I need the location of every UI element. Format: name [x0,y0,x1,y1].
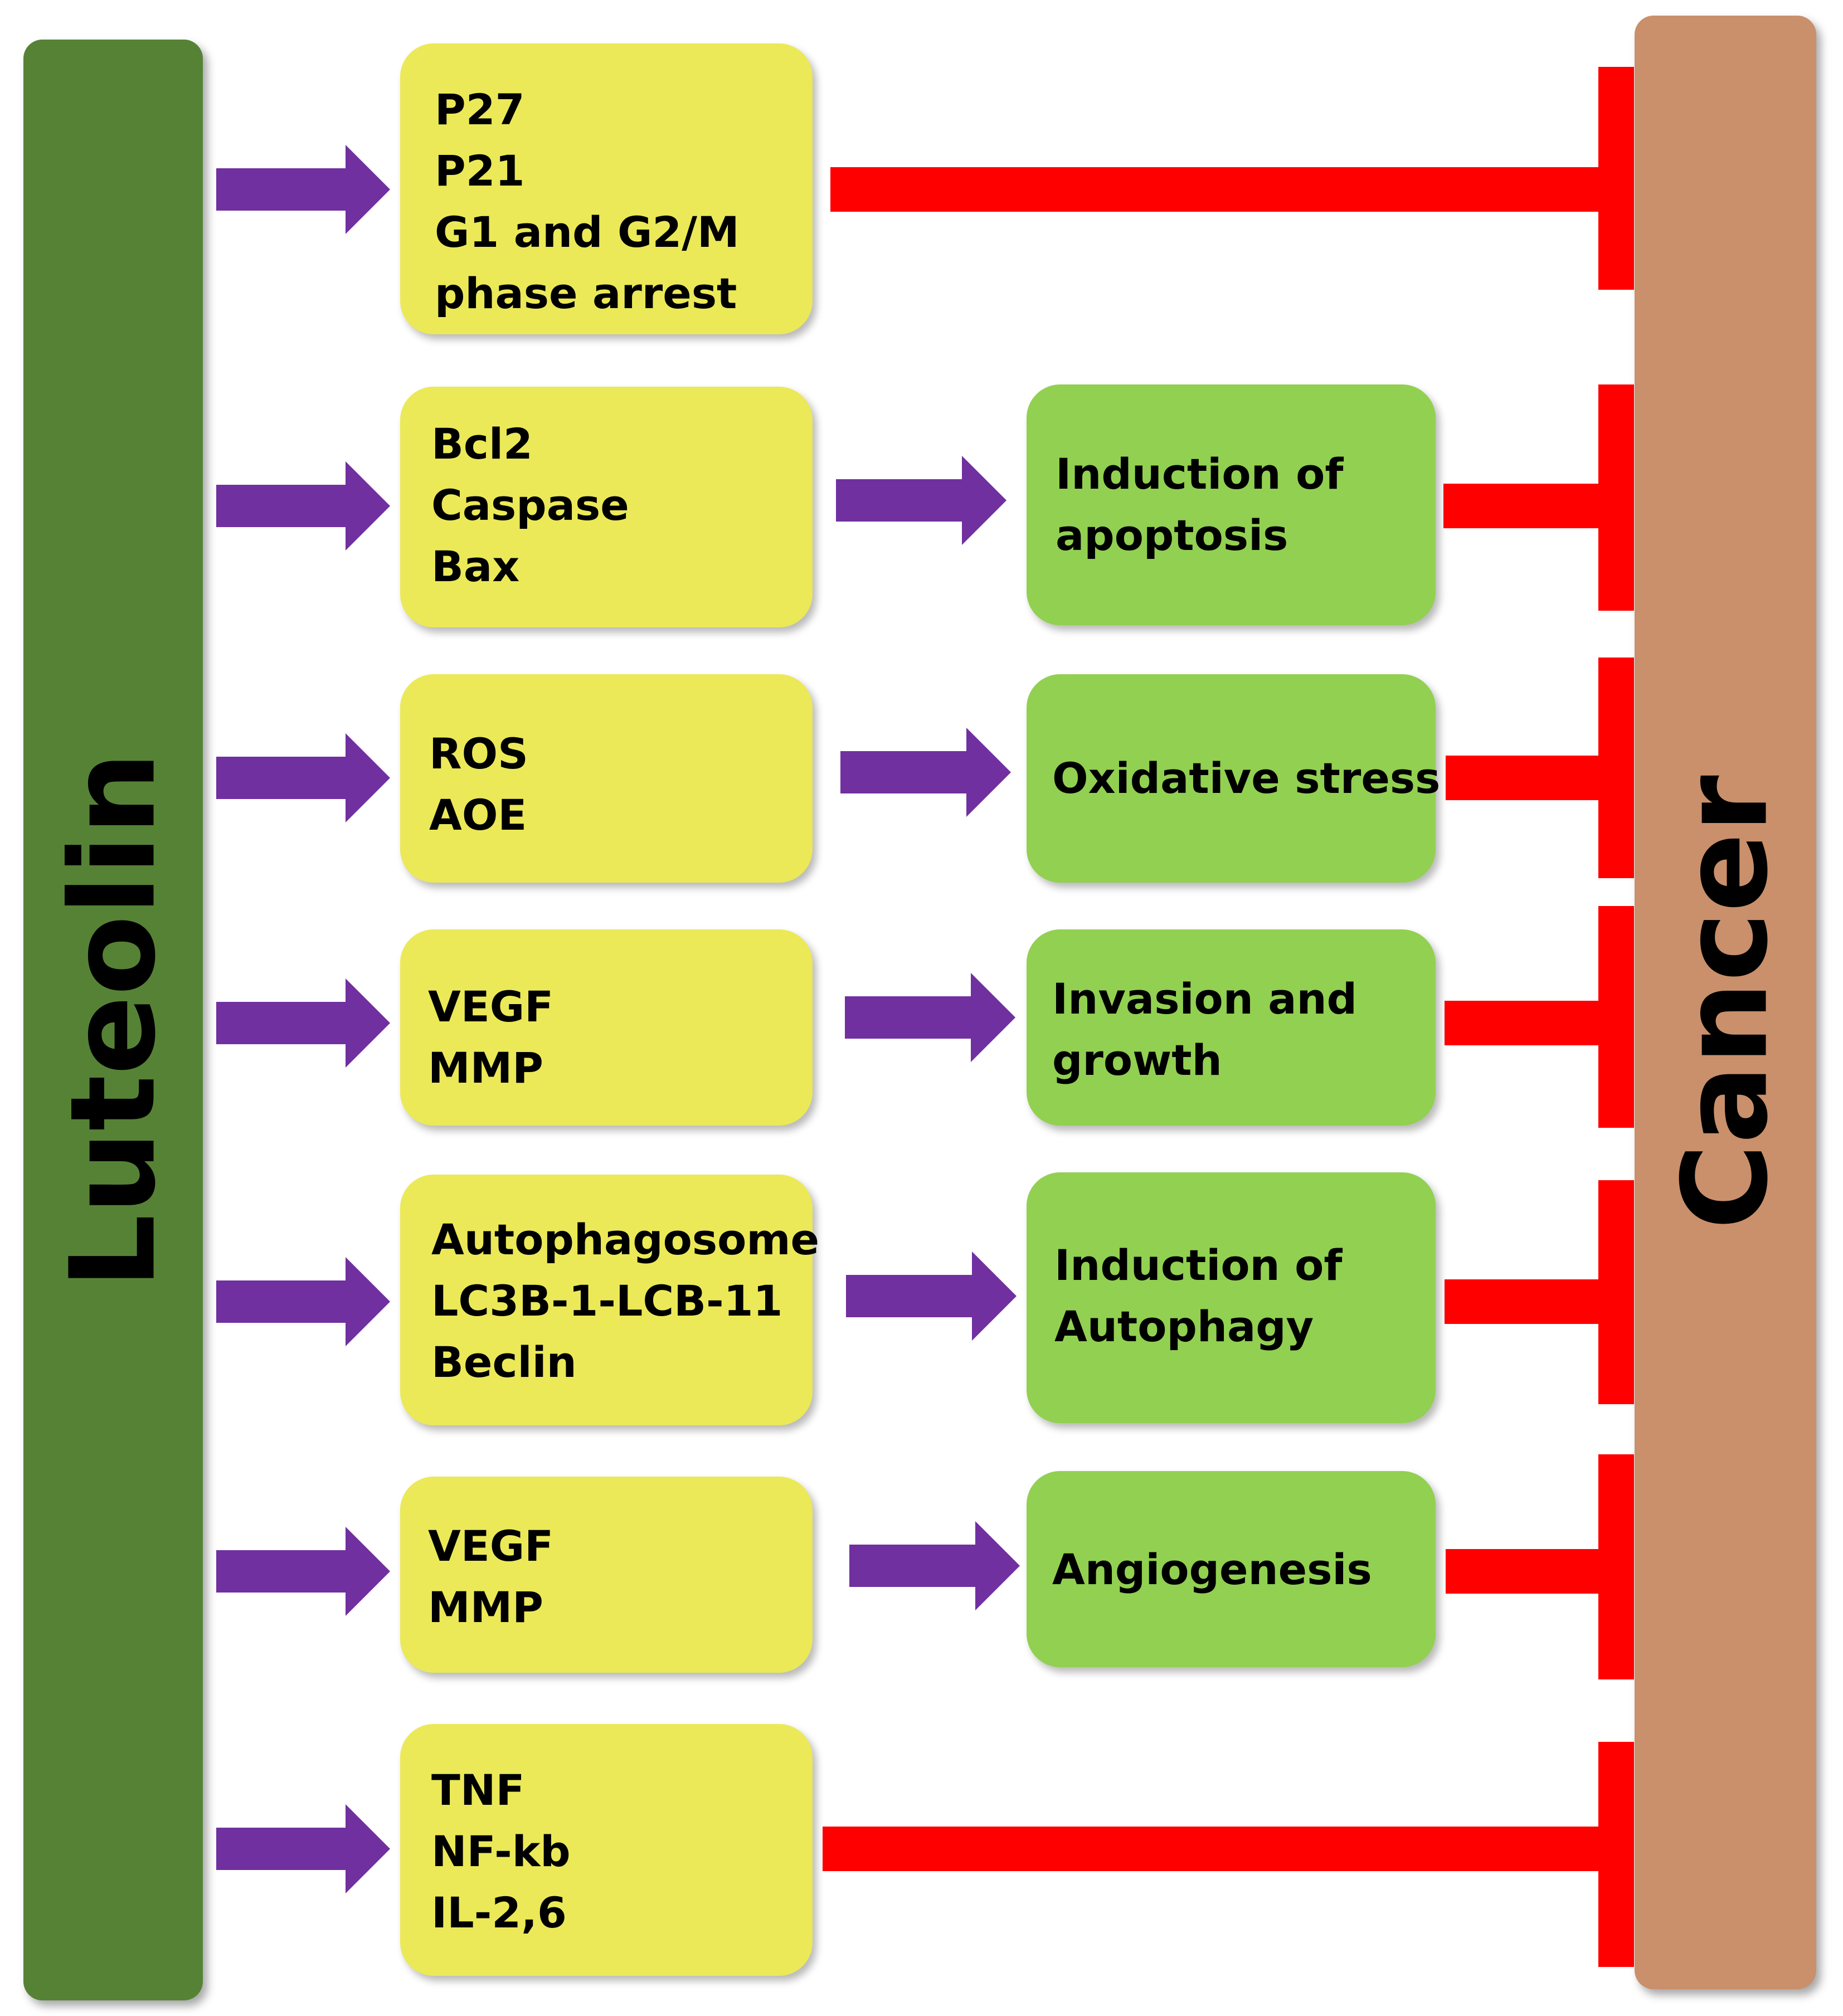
marker-box: Autophagosome LC3B-1-LCB-11 Beclin [400,1175,819,1425]
activation-arrow [216,978,390,1068]
effect-line: Induction of [1054,1240,1343,1290]
effect-box: Angiogenesis [1027,1471,1436,1667]
effect-box: Oxidative stress [1027,674,1440,883]
effect-box: Induction of apoptosis [1027,384,1436,625]
effect-text: Oxidative stress [1052,748,1440,809]
cancer-label: Cancer [1657,775,1794,1230]
marker-text: Beclin [431,1337,577,1387]
activation-arrow [840,728,1011,817]
marker-box: TNF NF-kb IL-2,6 [400,1724,813,1976]
effect-text: Induction of apoptosis [1056,444,1343,566]
effect-line: Autophagy [1054,1302,1314,1351]
inhibition-line [1446,1549,1598,1594]
inhibition-bar [1598,906,1634,1128]
inhibition-line [1445,1001,1598,1045]
effect-text: Angiogenesis [1052,1539,1372,1600]
marker-text: Bax [431,542,520,591]
activation-arrow [216,461,390,551]
inhibition-line [823,1827,1598,1871]
marker-text: AOE [429,790,527,840]
activation-arrow [216,733,390,822]
marker-text: IL-2,6 [431,1888,567,1937]
marker-box: P27 P21 G1 and G2/M phase arrest [400,43,813,334]
effect-line: Invasion and [1052,974,1358,1024]
marker-list: ROS AOE [429,723,528,846]
marker-text: VEGF [428,1521,554,1571]
marker-text: phase arrest [435,269,737,318]
effect-line: Angiogenesis [1052,1545,1372,1594]
activation-arrow [845,973,1015,1062]
marker-text: Caspase [431,480,629,530]
marker-box: VEGF MMP [400,929,813,1126]
activation-arrow [836,456,1006,545]
marker-text: NF-kb [431,1827,571,1876]
inhibition-bar [1598,67,1634,290]
effect-text: Induction of Autophagy [1054,1235,1342,1357]
marker-box: VEGF MMP [400,1477,813,1673]
activation-arrow [216,1527,390,1616]
inhibition-bar [1598,1180,1634,1404]
marker-list: Autophagosome LC3B-1-LCB-11 Beclin [431,1209,819,1393]
effect-box: Induction of Autophagy [1027,1172,1436,1423]
marker-text: MMP [428,1043,543,1093]
activation-arrow [216,145,390,234]
cancer-bar: Cancer [1635,16,1816,1989]
luteolin-bar: Luteolin [23,40,203,2000]
activation-arrow [216,1257,390,1346]
activation-arrow [216,1804,390,1893]
effect-line: growth [1052,1035,1222,1085]
marker-text: ROS [429,729,528,778]
inhibition-bar [1598,1742,1634,1967]
marker-list: VEGF MMP [428,1516,553,1638]
inhibition-line [1446,756,1598,800]
marker-text: P27 [435,85,525,134]
effect-line: apoptosis [1056,510,1288,560]
marker-text: MMP [428,1582,543,1632]
marker-text: TNF [431,1765,525,1815]
marker-list: TNF NF-kb IL-2,6 [431,1760,571,1944]
marker-text: Bcl2 [431,419,533,469]
marker-text: P21 [435,146,525,196]
inhibition-bar [1598,384,1634,611]
marker-box: ROS AOE [400,674,813,883]
marker-text: LC3B-1-LCB-11 [431,1276,783,1326]
marker-list: VEGF MMP [428,976,553,1099]
activation-arrow [849,1521,1020,1610]
inhibition-bar [1598,658,1634,878]
activation-arrow [846,1252,1017,1341]
marker-text: VEGF [428,982,554,1031]
inhibition-line [1445,1279,1598,1324]
marker-list: Bcl2 Caspase Bax [431,413,629,597]
inhibition-bar [1598,1454,1634,1679]
marker-box: Bcl2 Caspase Bax [400,387,813,627]
effect-line: Oxidative stress [1052,753,1441,803]
effect-box: Invasion and growth [1027,929,1436,1126]
marker-text: Autophagosome [431,1215,820,1264]
inhibition-line [1443,484,1598,528]
marker-text: G1 and G2/M [435,207,740,257]
effect-line: Induction of [1056,449,1344,499]
effect-text: Invasion and growth [1052,968,1357,1091]
luteolin-label: Luteolin [45,751,182,1289]
marker-list: P27 P21 G1 and G2/M phase arrest [435,79,740,324]
inhibition-line [830,167,1598,212]
